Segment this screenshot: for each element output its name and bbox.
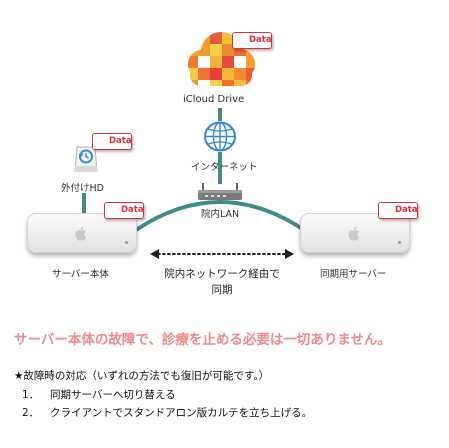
external-hd-label: 外付けHD — [61, 183, 104, 194]
item-text: 同期サーバーへ切り替える — [50, 389, 176, 401]
slogan-text: サーバー本体の故障で、診療を止める必要は一切ありません。 — [14, 332, 391, 348]
sync-arrow-left-head — [150, 249, 159, 259]
internet-globe-icon — [204, 121, 236, 152]
lan-arc-line — [134, 200, 306, 232]
failure-response-heading: ★故障時の対応（いずれの方法でも復旧が可能です。） — [14, 370, 270, 382]
sync-server-label: 同期用サーバー — [320, 269, 387, 280]
failure-response-item: 2． クライアントでスタンドアロン版カルテを立ち上げる。 — [22, 405, 312, 420]
external-hd-data-badge: Data — [92, 133, 132, 150]
sync-server-data-badge: Data — [378, 202, 418, 219]
item-text: クライアントでスタンドアロン版カルテを立ち上げる。 — [50, 407, 313, 419]
router-icon — [198, 183, 242, 200]
lan-label: 院内LAN — [201, 209, 240, 220]
power-led — [398, 241, 401, 244]
apple-logo-icon — [74, 226, 87, 245]
item-number: 2． — [22, 407, 40, 419]
item-number: 1． — [22, 389, 40, 401]
power-led — [125, 241, 128, 244]
sync-server — [300, 213, 410, 253]
sync-caption-line2: 同期 — [211, 284, 233, 296]
icloud-drive-icon — [188, 32, 255, 86]
main-server-data-badge: Data — [104, 202, 144, 219]
sync-arrow-right-head — [285, 249, 294, 259]
internet-label: インターネット — [191, 162, 258, 173]
failure-response-item: 1． 同期サーバーへ切り替える — [22, 387, 176, 402]
main-server-label: サーバー本体 — [52, 269, 109, 280]
external-hd-icon — [74, 146, 98, 172]
apple-logo-icon — [347, 226, 360, 245]
icloud-data-badge: Data — [232, 32, 272, 49]
main-server — [27, 213, 137, 253]
sync-caption-line1: 院内ネットワーク経由で — [164, 268, 280, 280]
icloud-drive-label: iCloud Drive — [183, 94, 245, 105]
sync-caption: 院内ネットワーク経由で 同期 — [150, 266, 294, 298]
